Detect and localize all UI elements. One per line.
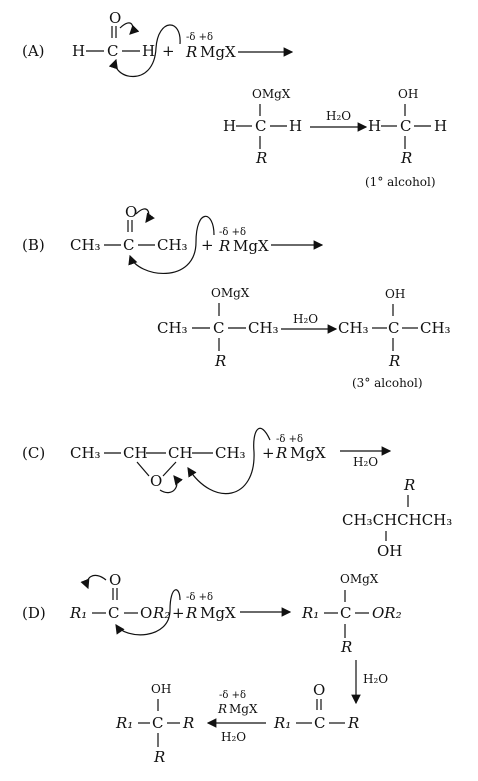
d-ester-o: O (140, 604, 152, 622)
d-reagent-r: R (217, 702, 227, 716)
c-ch3-right: CH₃ (215, 444, 246, 462)
a-alkoxide-h-right: H (289, 117, 302, 135)
b-ch3-left: CH₃ (70, 236, 101, 254)
b-tertiary-alcohol-note: (3° alcohol) (352, 376, 423, 390)
label-a: (A) (22, 42, 45, 60)
label-c: (C) (22, 444, 45, 462)
d-reagent-mgx: MgX (229, 702, 258, 716)
b-alkoxide-c: C (213, 319, 224, 337)
a-carbonyl-o: O (109, 9, 121, 27)
b-alcohol-ch3-left: CH₃ (338, 319, 369, 337)
a-grignard-mgx: MgX (200, 43, 236, 61)
a-alcohol-h-right: H (434, 117, 447, 135)
b-alkoxide-r: R (214, 352, 226, 370)
d-intermediate-omgx: OMgX (340, 572, 379, 586)
b-grignard-mgx: MgX (233, 237, 269, 255)
d-grignard-mgx: MgX (200, 604, 236, 622)
d-ketone-c: C (314, 714, 325, 732)
b-carbonyl-c: C (123, 236, 134, 254)
d-intermediate-or2: OR₂ (372, 604, 402, 622)
d-final-r-bottom: R (153, 748, 165, 766)
b-alcohol-ch3-right: CH₃ (420, 319, 451, 337)
a-alkoxide-h-left: H (223, 117, 236, 135)
a-alcohol-h-left: H (368, 117, 381, 135)
a-carbonyl-c: C (107, 42, 118, 60)
d-plus: + (172, 604, 185, 622)
b-water: H₂O (293, 312, 318, 326)
a-alkoxide-omgx: OMgX (252, 87, 291, 101)
c-epoxide-o: O (150, 472, 162, 490)
b-carbonyl-o: O (125, 203, 137, 221)
b-alcohol-c: C (388, 319, 399, 337)
b-delta-charges: -δ +δ (219, 227, 246, 238)
d-final-r-right: R (182, 714, 194, 732)
a-plus: + (162, 42, 175, 60)
d-ester-r2: R₂ (152, 604, 170, 622)
c-ch3-left: CH₃ (70, 444, 101, 462)
d-delta-charges: -δ +δ (186, 592, 213, 603)
a-primary-alcohol-note: (1° alcohol) (365, 175, 436, 189)
d-ester-carbonyl-o: O (109, 571, 121, 589)
label-d: (D) (22, 604, 46, 622)
b-alcohol-oh: OH (385, 287, 405, 301)
a-delta-charges: -δ +δ (186, 32, 213, 43)
d-final-oh: OH (151, 682, 171, 696)
d-ketone-r1: R₁ (273, 714, 291, 732)
d-final-c: C (152, 714, 163, 732)
d-final-r1: R₁ (115, 714, 133, 732)
d-grignard-r: R (185, 604, 197, 622)
c-ch-left: CH (123, 444, 148, 462)
b-alkoxide-ch3-right: CH₃ (248, 319, 279, 337)
a-alkoxide-r: R (255, 149, 267, 167)
d-ketone-r: R (347, 714, 359, 732)
a-alkoxide-c: C (255, 117, 266, 135)
c-grignard-r: R (275, 444, 287, 462)
d-water-left: H₂O (221, 730, 246, 744)
b-grignard-r: R (218, 237, 230, 255)
d-ester-r1: R₁ (69, 604, 87, 622)
d-delta-charges-2: -δ +δ (219, 690, 246, 701)
b-alkoxide-omgx: OMgX (211, 286, 250, 300)
d-ester-c: C (108, 604, 119, 622)
c-plus: + (262, 444, 275, 462)
d-water-down: H₂O (363, 672, 388, 686)
a-alcohol-r: R (400, 149, 412, 167)
c-product-r: R (403, 476, 415, 494)
b-plus: + (201, 236, 214, 254)
c-ch-right: CH (168, 444, 193, 462)
a-alcohol-c: C (400, 117, 411, 135)
b-alcohol-r: R (388, 352, 400, 370)
c-delta-charges: -δ +δ (276, 434, 303, 445)
c-water: H₂O (353, 455, 378, 469)
a-grignard-r: R (185, 43, 197, 61)
d-ketone-o: O (313, 681, 325, 699)
a-water: H₂O (326, 109, 351, 123)
a-h-left: H (72, 42, 85, 60)
b-alkoxide-ch3-left: CH₃ (157, 319, 188, 337)
c-grignard-mgx: MgX (290, 444, 326, 462)
c-product-chain: CH₃CHCHCH₃ (342, 511, 452, 529)
a-h-right: H (142, 42, 155, 60)
c-product-oh: OH (377, 542, 402, 560)
a-alcohol-oh: OH (398, 87, 418, 101)
d-intermediate-c: C (340, 604, 351, 622)
b-ch3-right: CH₃ (157, 236, 188, 254)
d-intermediate-r: R (340, 638, 352, 656)
d-intermediate-r1: R₁ (301, 604, 319, 622)
label-b: (B) (22, 236, 45, 254)
